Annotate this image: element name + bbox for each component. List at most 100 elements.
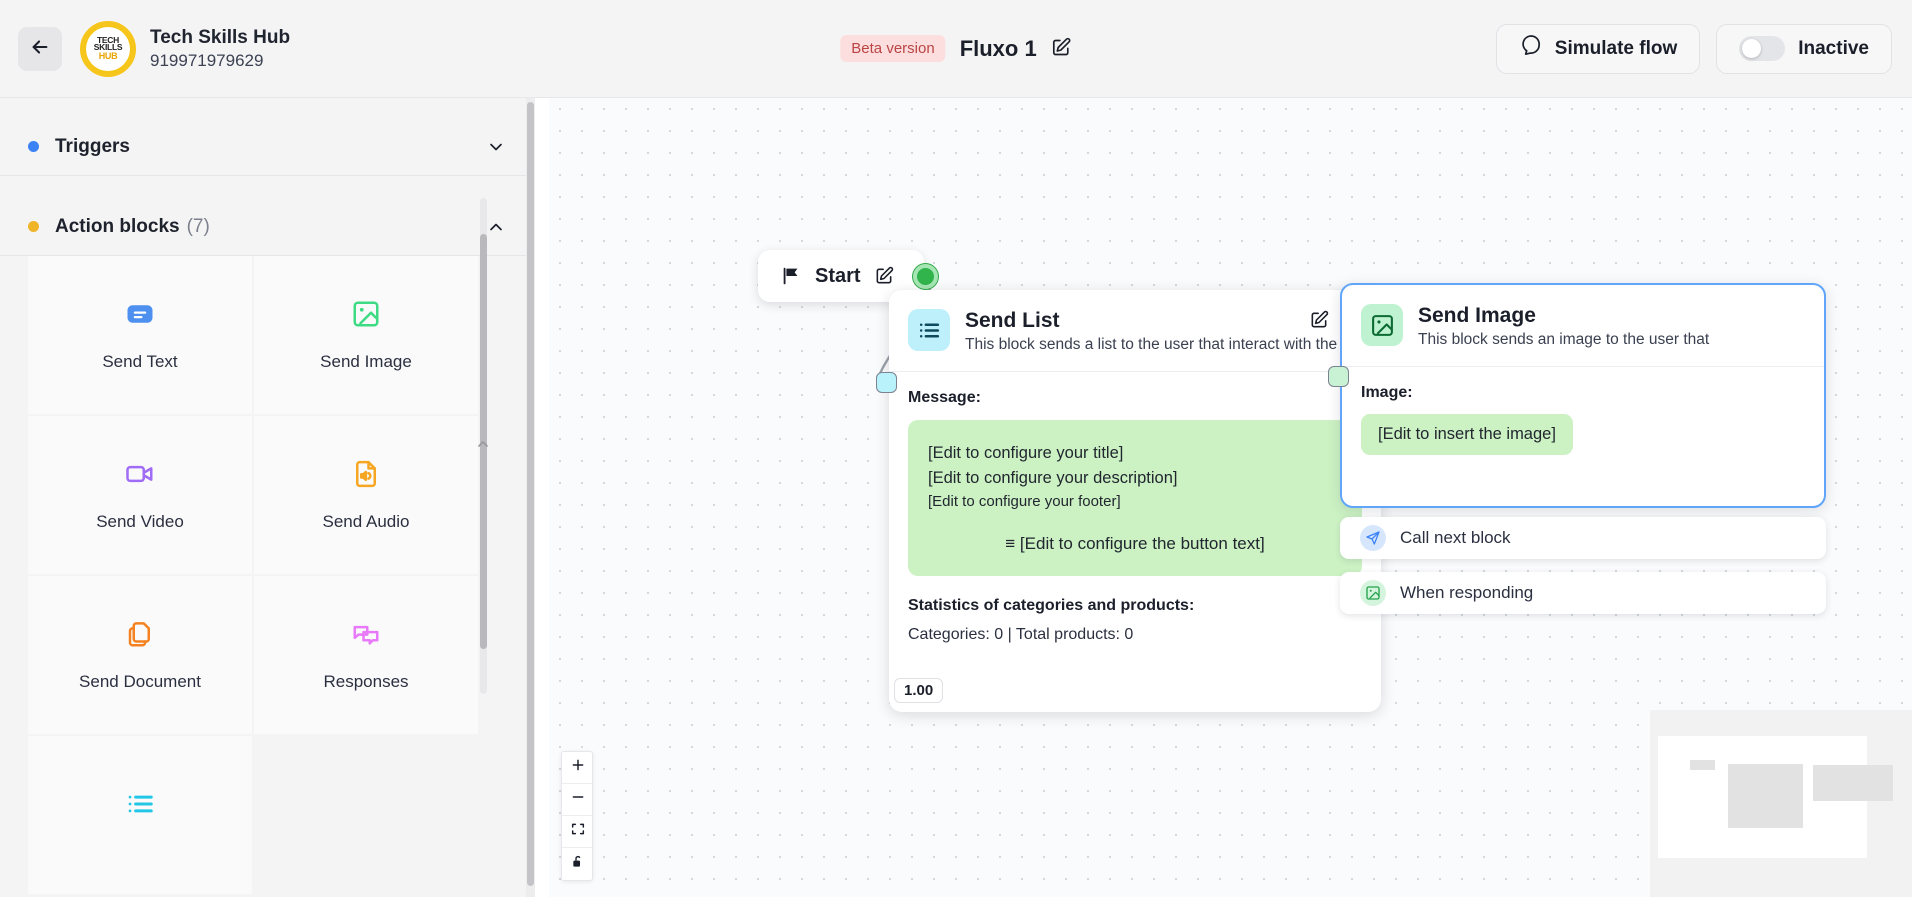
send-image-icon: [1360, 580, 1386, 606]
zoom-in-button[interactable]: [562, 752, 592, 784]
status-badge: Inactive: [1798, 37, 1869, 59]
chevron-up-icon: [486, 217, 506, 237]
fit-screen-icon: [570, 821, 586, 842]
triggers-status-dot: [28, 141, 39, 152]
send-audio-icon: [351, 459, 381, 494]
block-label: Send Document: [79, 671, 201, 691]
send-list-icon: [908, 309, 950, 351]
node-header: Send List This block sends a list to the…: [889, 290, 1381, 373]
node-body: Image: [Edit to insert the image]: [1342, 367, 1824, 456]
block-label: Send Text: [102, 351, 178, 371]
lock-button[interactable]: [562, 848, 592, 880]
plus-icon: [570, 757, 586, 778]
action-blocks-status-dot: [28, 221, 39, 232]
minimap-node-start: [1690, 760, 1715, 770]
edit-pencil-icon[interactable]: [1309, 310, 1329, 335]
page-title: Fluxo 1: [959, 35, 1037, 61]
node-send-image[interactable]: Send Image This block sends an image to …: [1340, 283, 1826, 508]
message-line-description: [Edit to configure your description]: [928, 469, 1178, 488]
dropdown-label: Call next block: [1400, 528, 1511, 547]
status-toggle-switch[interactable]: [1739, 36, 1786, 61]
block-card-send-list[interactable]: [28, 736, 252, 894]
block-card-responses[interactable]: Responses: [254, 576, 478, 734]
block-card-send-text[interactable]: Send Text: [28, 256, 252, 414]
canvas-minimap[interactable]: [1650, 710, 1912, 897]
avatar-line-1: TECH: [97, 34, 119, 45]
dropdown-when-responding[interactable]: When responding: [1340, 572, 1826, 614]
simulate-flow-button[interactable]: Simulate flow: [1495, 23, 1701, 74]
sidebar-scrollbar[interactable]: [526, 98, 535, 897]
fit-view-button[interactable]: [562, 816, 592, 848]
dropdown-call-next-block[interactable]: Call next block: [1340, 517, 1826, 559]
minimap-viewport: [1658, 736, 1893, 858]
node-body: Message: [Edit to configure your title] …: [889, 372, 1381, 644]
avatar: TECH SKILLS HUB: [80, 20, 136, 77]
avatar-line-2: SKILLS: [93, 42, 123, 53]
send-image-icon: [1361, 304, 1403, 346]
paper-plane-icon: [1360, 525, 1386, 551]
brand-phone: 919971979629: [150, 50, 264, 70]
chat-bubble-icon: [1519, 34, 1542, 63]
block-label: Responses: [323, 671, 409, 691]
zoom-out-button[interactable]: [562, 784, 592, 816]
blocks-sidebar: Triggers Action blocks (7): [0, 98, 535, 897]
edit-pencil-icon: [1051, 37, 1072, 61]
toggle-knob: [1742, 39, 1762, 58]
block-card-placeholder: [254, 736, 478, 894]
send-document-icon: [125, 619, 155, 654]
sidebar-section-triggers[interactable]: Triggers: [0, 118, 534, 176]
lock-open-icon: [570, 854, 586, 875]
block-label: Send Audio: [322, 511, 410, 531]
block-card-send-video[interactable]: Send Video: [28, 416, 252, 574]
block-card-send-audio[interactable]: Send Audio: [254, 416, 478, 574]
chevron-up-icon[interactable]: [475, 436, 491, 452]
header-actions: Simulate flow Inactive: [1495, 23, 1892, 74]
node-title: Send Image: [1418, 304, 1536, 327]
block-card-send-document[interactable]: Send Document: [28, 576, 252, 734]
flow-canvas[interactable]: Start Send List This block sends a list …: [549, 98, 1912, 897]
send-list-icon: [125, 789, 155, 824]
sidebar-section-action-blocks[interactable]: Action blocks (7): [0, 198, 534, 256]
chevron-down-icon: [486, 137, 506, 157]
message-button-text: ≡ [Edit to configure the button text]: [1005, 534, 1265, 554]
send-image-input-handle[interactable]: [1328, 366, 1349, 387]
edit-pencil-icon[interactable]: [874, 266, 894, 286]
image-label: Image:: [1361, 384, 1413, 402]
edit-flow-title-button[interactable]: [1051, 37, 1072, 61]
brand-name: Tech Skills Hub: [150, 27, 291, 48]
send-image-icon: [351, 299, 381, 334]
message-line-title: [Edit to configure your title]: [928, 444, 1124, 463]
action-blocks-count: (7): [186, 215, 210, 237]
action-blocks-grid: Send Text Send Image Send Video: [28, 256, 478, 894]
back-button[interactable]: [18, 26, 62, 71]
minus-icon: [570, 789, 586, 810]
scrollbar-thumb[interactable]: [527, 102, 534, 886]
node-description: This block sends an image to the user th…: [1418, 331, 1710, 349]
send-video-icon: [125, 459, 155, 494]
avatar-line-3: HUB: [98, 51, 118, 62]
block-card-send-image[interactable]: Send Image: [254, 256, 478, 414]
message-preview-bubble: [Edit to configure your title] [Edit to …: [908, 420, 1362, 577]
minimap-node-send-list: [1728, 764, 1803, 828]
sidebar-section-action-blocks-label: Action blocks: [55, 215, 180, 237]
brand: TECH SKILLS HUB Tech Skills Hub 91997197…: [80, 20, 291, 77]
node-send-list[interactable]: Send List This block sends a list to the…: [889, 290, 1381, 712]
flag-icon: [780, 265, 802, 287]
block-label: Send Image: [320, 351, 412, 371]
simulate-flow-label: Simulate flow: [1554, 37, 1678, 59]
flow-status-toggle[interactable]: Inactive: [1716, 23, 1892, 74]
block-label: Send Video: [96, 511, 184, 531]
canvas-controls: [561, 751, 593, 881]
minimap-node-send-image: [1813, 765, 1893, 801]
statistics-title: Statistics of categories and products:: [908, 597, 1195, 615]
start-node-output-handle[interactable]: [913, 264, 938, 289]
start-node-label: Start: [815, 264, 861, 287]
send-text-icon: [125, 299, 155, 334]
statistics-values: Categories: 0 | Total products: 0: [908, 626, 1134, 644]
node-header: Send Image This block sends an image to …: [1342, 285, 1824, 368]
node-description: This block sends a list to the user that…: [965, 336, 1373, 354]
send-list-input-handle[interactable]: [876, 372, 897, 393]
sidebar-section-triggers-label: Triggers: [55, 135, 130, 157]
responses-icon: [351, 619, 381, 654]
